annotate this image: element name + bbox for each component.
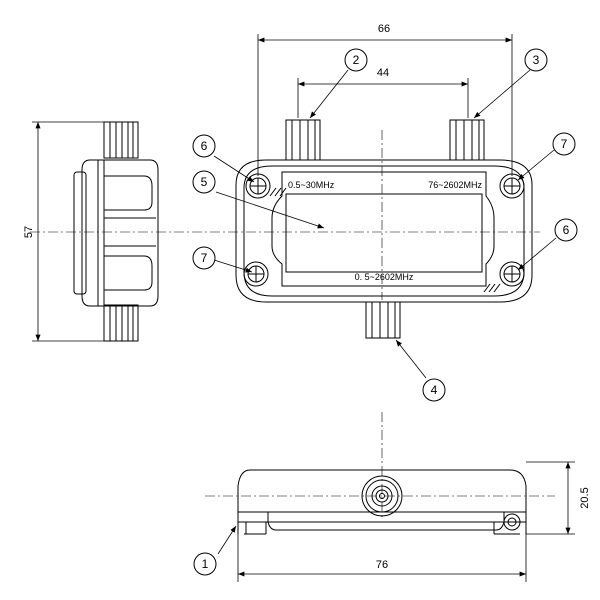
svg-text:2: 2 xyxy=(353,53,360,67)
dim-top-width: 66 xyxy=(378,23,390,35)
low-band-label: 0.5~30MHz xyxy=(288,180,335,190)
dimension-lines xyxy=(32,34,575,582)
screw-icon xyxy=(245,173,271,199)
callout-1: 1 xyxy=(193,552,217,576)
svg-text:6: 6 xyxy=(563,223,570,237)
bottom-view xyxy=(237,469,527,535)
callout-7-right: 7 xyxy=(552,132,576,156)
svg-text:3: 3 xyxy=(533,53,540,67)
screw-icon xyxy=(243,261,269,287)
dim-port-spacing: 44 xyxy=(377,67,389,79)
side-view xyxy=(73,121,159,342)
screw-icon xyxy=(499,261,525,287)
dim-height: 57 xyxy=(23,226,35,238)
svg-text:7: 7 xyxy=(201,251,208,265)
svg-text:6: 6 xyxy=(201,139,208,153)
callout-6-right: 6 xyxy=(554,218,578,242)
front-view xyxy=(235,119,533,339)
ground-terminal-icon xyxy=(503,513,521,531)
callout-6-left: 6 xyxy=(192,134,216,158)
callout-leaders xyxy=(213,69,557,555)
callout-4: 4 xyxy=(422,378,446,402)
dim-depth: 20.5 xyxy=(579,487,591,508)
svg-text:7: 7 xyxy=(561,137,568,151)
common-band-label: 0. 5~2602MHz xyxy=(355,272,414,282)
callout-3: 3 xyxy=(524,48,548,72)
svg-text:5: 5 xyxy=(201,175,208,189)
callout-7-left: 7 xyxy=(192,246,216,270)
high-band-label: 76~2602MHz xyxy=(428,180,482,190)
svg-text:1: 1 xyxy=(202,557,209,571)
callout-5: 5 xyxy=(192,170,216,194)
dim-bottom-width: 76 xyxy=(376,559,388,571)
f-connector-icon xyxy=(361,475,403,517)
callout-2: 2 xyxy=(344,48,368,72)
svg-text:4: 4 xyxy=(431,383,438,397)
